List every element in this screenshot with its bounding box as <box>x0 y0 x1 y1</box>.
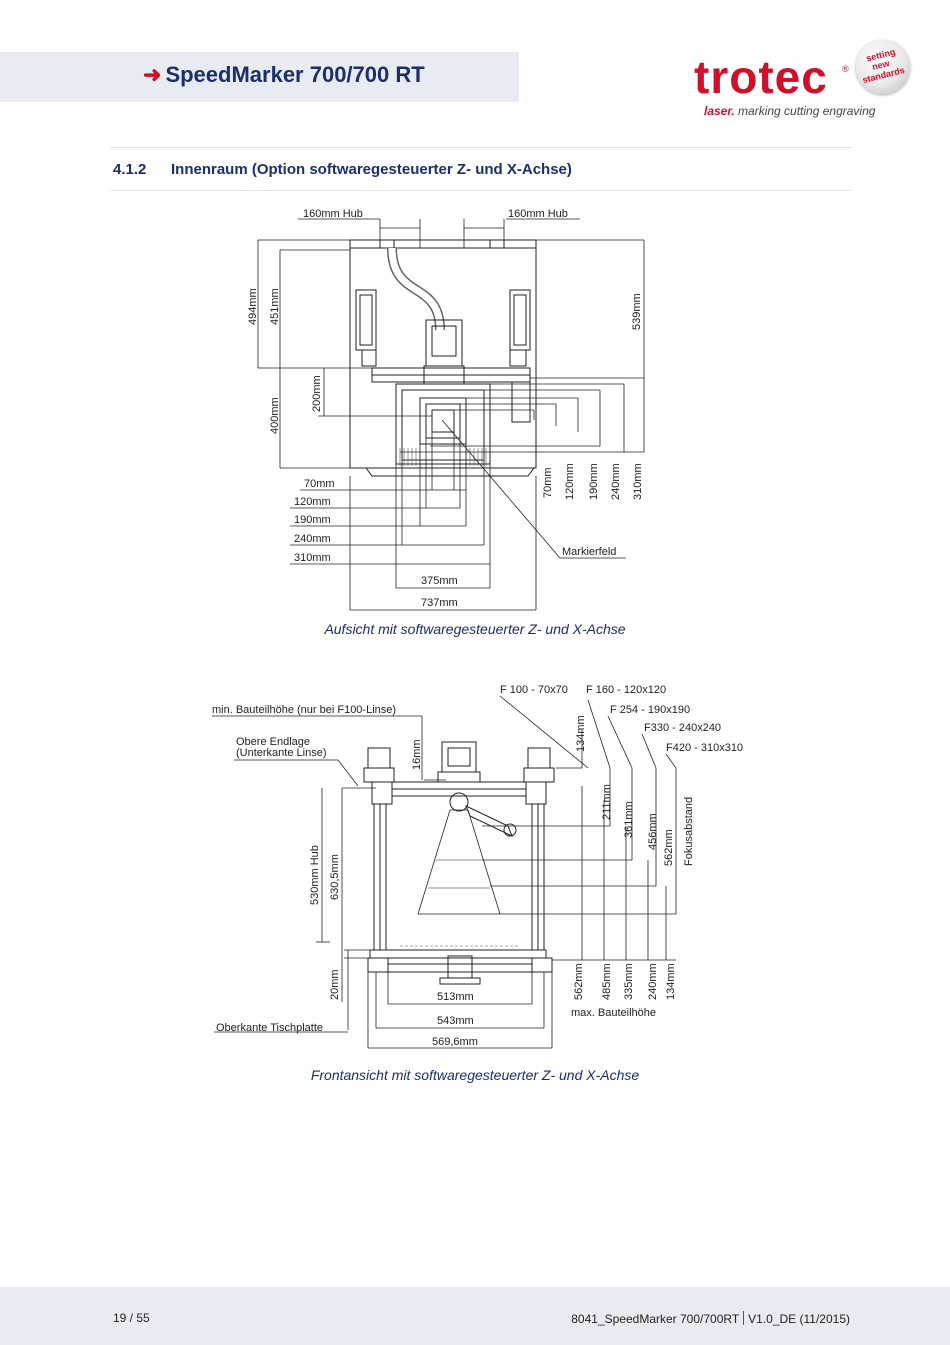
label-max-height: max. Bauteilhöhe <box>571 1007 656 1019</box>
dim-539: 539mm <box>631 293 643 330</box>
label-obere-endlage: Obere Endlage <box>236 736 310 748</box>
label-f254: F 254 - 190x190 <box>610 704 690 716</box>
page-number: 19 / 55 <box>113 1311 150 1325</box>
dim-20: 20mm <box>329 969 341 1000</box>
label-tischplatte: Oberkante Tischplatte <box>216 1022 323 1034</box>
label-f160: F 160 - 120x120 <box>586 684 666 696</box>
dim-211: 211mm <box>601 784 613 820</box>
section-title: Innenraum (Option softwaregesteuerter Z-… <box>171 161 572 178</box>
label-markierfeld: Markierfeld <box>562 546 616 558</box>
label-min-height: min. Bauteilhöhe (nur bei F100-Linse) <box>212 704 396 716</box>
dim-200: 200mm <box>311 375 323 412</box>
dim-400: 400mm <box>269 397 281 434</box>
label-f100: F 100 - 70x70 <box>500 684 568 696</box>
dim-562: 562mm <box>573 963 585 1000</box>
dim-543: 543mm <box>437 1015 474 1027</box>
trotec-logo: trotec ® laser. marking cutting engravin… <box>690 40 920 120</box>
dim-v120: 120mm <box>564 463 576 500</box>
document-id: 8041_SpeedMarker 700/700RT V1.0_DE (11/20… <box>571 1311 850 1326</box>
section-divider-bottom <box>110 190 852 191</box>
arrow-right-icon: ➜ <box>143 62 162 87</box>
dim-737: 737mm <box>421 597 458 609</box>
dim-494: 494mm <box>247 288 259 325</box>
dim-134: 134mm <box>665 963 677 1000</box>
top-view-drawing: 160mm Hub 160mm Hub 494mm 451mm 200mm 40… <box>247 208 645 611</box>
dim-v190: 190mm <box>588 463 600 500</box>
label-fokusabstand: Fokusabstand <box>683 797 695 866</box>
section-divider-top <box>110 147 852 148</box>
dim-630: 630,5mm <box>329 854 341 900</box>
machine-outline <box>349 239 537 469</box>
document-id-version: V1.0_DE (11/2015) <box>748 1312 850 1326</box>
dim-v70: 70mm <box>542 467 554 498</box>
header-band <box>0 52 519 102</box>
footer-band <box>0 1287 950 1345</box>
dim-513: 513mm <box>437 991 474 1003</box>
dim-v240: 240mm <box>610 463 622 500</box>
dim-h190: 190mm <box>294 514 331 526</box>
dim-h70: 70mm <box>304 478 335 490</box>
front-view-drawing: F 100 - 70x70 F 160 - 120x120 F 254 - 19… <box>212 684 743 1049</box>
logo-wordmark: trotec <box>694 51 828 103</box>
caption-front-view: Frontansicht mit softwaregesteuerter Z- … <box>310 1067 640 1083</box>
document-id-name: 8041_SpeedMarker 700/700RT <box>571 1312 740 1326</box>
dim-456: 456mm <box>647 813 659 850</box>
dim-hub-left: 160mm Hub <box>303 208 363 220</box>
dim-335: 335mm <box>623 963 635 1000</box>
dim-h310: 310mm <box>294 552 331 564</box>
label-f330: F330 - 240x240 <box>644 722 721 734</box>
dim-134-top: 134mm <box>575 715 587 752</box>
setting-new-standards-badge: setting new standards <box>856 40 910 94</box>
dim-hub-right: 160mm Hub <box>508 208 568 220</box>
dim-562-right: 562mm <box>663 829 675 866</box>
registered-icon: ® <box>842 64 849 74</box>
dim-240: 240mm <box>647 963 659 1000</box>
dim-h120: 120mm <box>294 496 331 508</box>
document-title-text: SpeedMarker 700/700 RT <box>165 62 425 87</box>
logo-tagline-bold: laser. <box>704 104 735 118</box>
label-f420: F420 - 310x310 <box>666 742 743 754</box>
dim-451: 451mm <box>269 288 281 325</box>
dim-485: 485mm <box>601 963 613 1000</box>
logo-tagline-rest: marking cutting engraving <box>734 104 876 118</box>
document-title: ➜SpeedMarker 700/700 RT <box>143 62 425 88</box>
dim-530-hub: 530mm Hub <box>309 845 321 905</box>
dim-h240: 240mm <box>294 533 331 545</box>
dim-569: 569,6mm <box>432 1036 478 1048</box>
dim-v310: 310mm <box>632 463 644 500</box>
footer-separator <box>743 1311 745 1325</box>
dim-375: 375mm <box>421 575 458 587</box>
logo-tagline: laser. marking cutting engraving <box>704 104 875 118</box>
dim-361: 361mm <box>623 801 635 838</box>
dim-16: 16mm <box>411 739 423 770</box>
label-unterkante-linse: (Unterkante Linse) <box>236 747 327 759</box>
caption-top-view: Aufsicht mit softwaregesteuerter Z- und … <box>324 621 626 637</box>
section-number: 4.1.2 <box>113 161 147 178</box>
